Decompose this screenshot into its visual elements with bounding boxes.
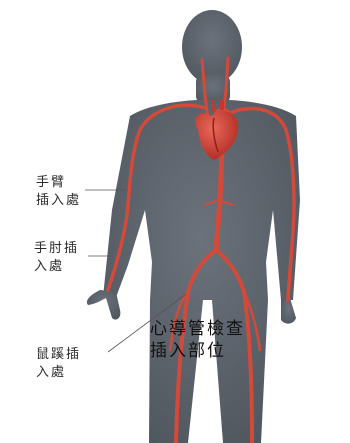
elbow-insertion-label: 手肘插 入處 [34, 240, 79, 276]
body-silhouette [87, 10, 300, 443]
arm-insertion-label: 手臂 插入處 [36, 174, 81, 210]
groin-insertion-label: 鼠蹊插 入處 [36, 346, 81, 382]
procedure-title: 心導管檢查 插入部位 [150, 318, 245, 362]
